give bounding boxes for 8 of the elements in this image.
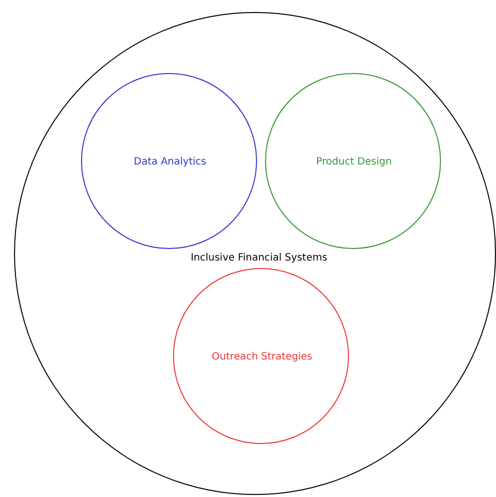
circle-label: Product Design: [316, 156, 392, 168]
outer-circle: [14, 12, 496, 495]
inner-circle: [265, 73, 441, 249]
inner-circle: [173, 268, 349, 444]
circle-label: Data Analytics: [134, 156, 206, 168]
circle-label: Outreach Strategies: [212, 352, 312, 362]
circle-label: Inclusive Financial Systems: [190, 252, 328, 264]
inner-circle: [81, 73, 257, 249]
